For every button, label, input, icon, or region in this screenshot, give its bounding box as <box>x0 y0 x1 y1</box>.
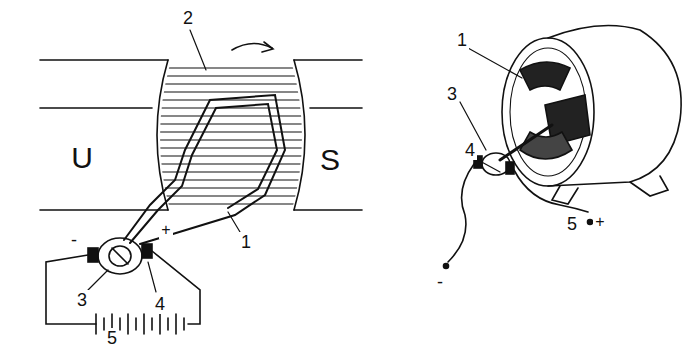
callout-number: 1 <box>239 232 253 252</box>
leader-line <box>228 212 240 232</box>
wire <box>152 251 200 324</box>
wire <box>46 255 96 324</box>
pole-letter: U <box>69 142 95 174</box>
terminal-dot <box>444 264 449 269</box>
callout-number: 4 <box>153 294 167 314</box>
motor-housing <box>502 26 681 205</box>
leader-line <box>468 48 522 78</box>
callout-number: 2 <box>181 8 195 28</box>
wire <box>514 170 588 212</box>
polarity-sign: + <box>159 221 172 239</box>
polarity-sign: + <box>593 213 606 231</box>
callout-number: 5 <box>105 328 119 348</box>
callout-number: 3 <box>75 290 89 310</box>
rotation-arrow-head <box>262 42 273 52</box>
stator-magnet <box>520 62 570 90</box>
leader-line <box>88 270 108 290</box>
callout-number: 1 <box>455 30 469 50</box>
leader-line <box>190 30 206 70</box>
terminal-dot <box>588 220 593 225</box>
wire <box>448 164 474 262</box>
leader-line <box>478 160 500 172</box>
armature-coil <box>124 95 285 244</box>
magnet-pole-right <box>294 60 362 210</box>
armature-hatching <box>150 68 320 204</box>
magnet-pole-left <box>40 60 168 210</box>
stator-magnet <box>520 132 572 159</box>
callout-number: 5 <box>565 214 579 234</box>
polarity-sign: - <box>435 272 445 292</box>
leader-line <box>148 262 156 292</box>
pole-letter: S <box>318 144 342 176</box>
brush <box>142 244 152 258</box>
callout-number: 4 <box>463 140 477 160</box>
shaft <box>500 125 552 160</box>
brush <box>88 248 98 262</box>
commutator <box>98 238 142 274</box>
polarity-sign: - <box>69 230 79 250</box>
callout-number: 3 <box>445 84 459 104</box>
brush <box>506 162 514 174</box>
